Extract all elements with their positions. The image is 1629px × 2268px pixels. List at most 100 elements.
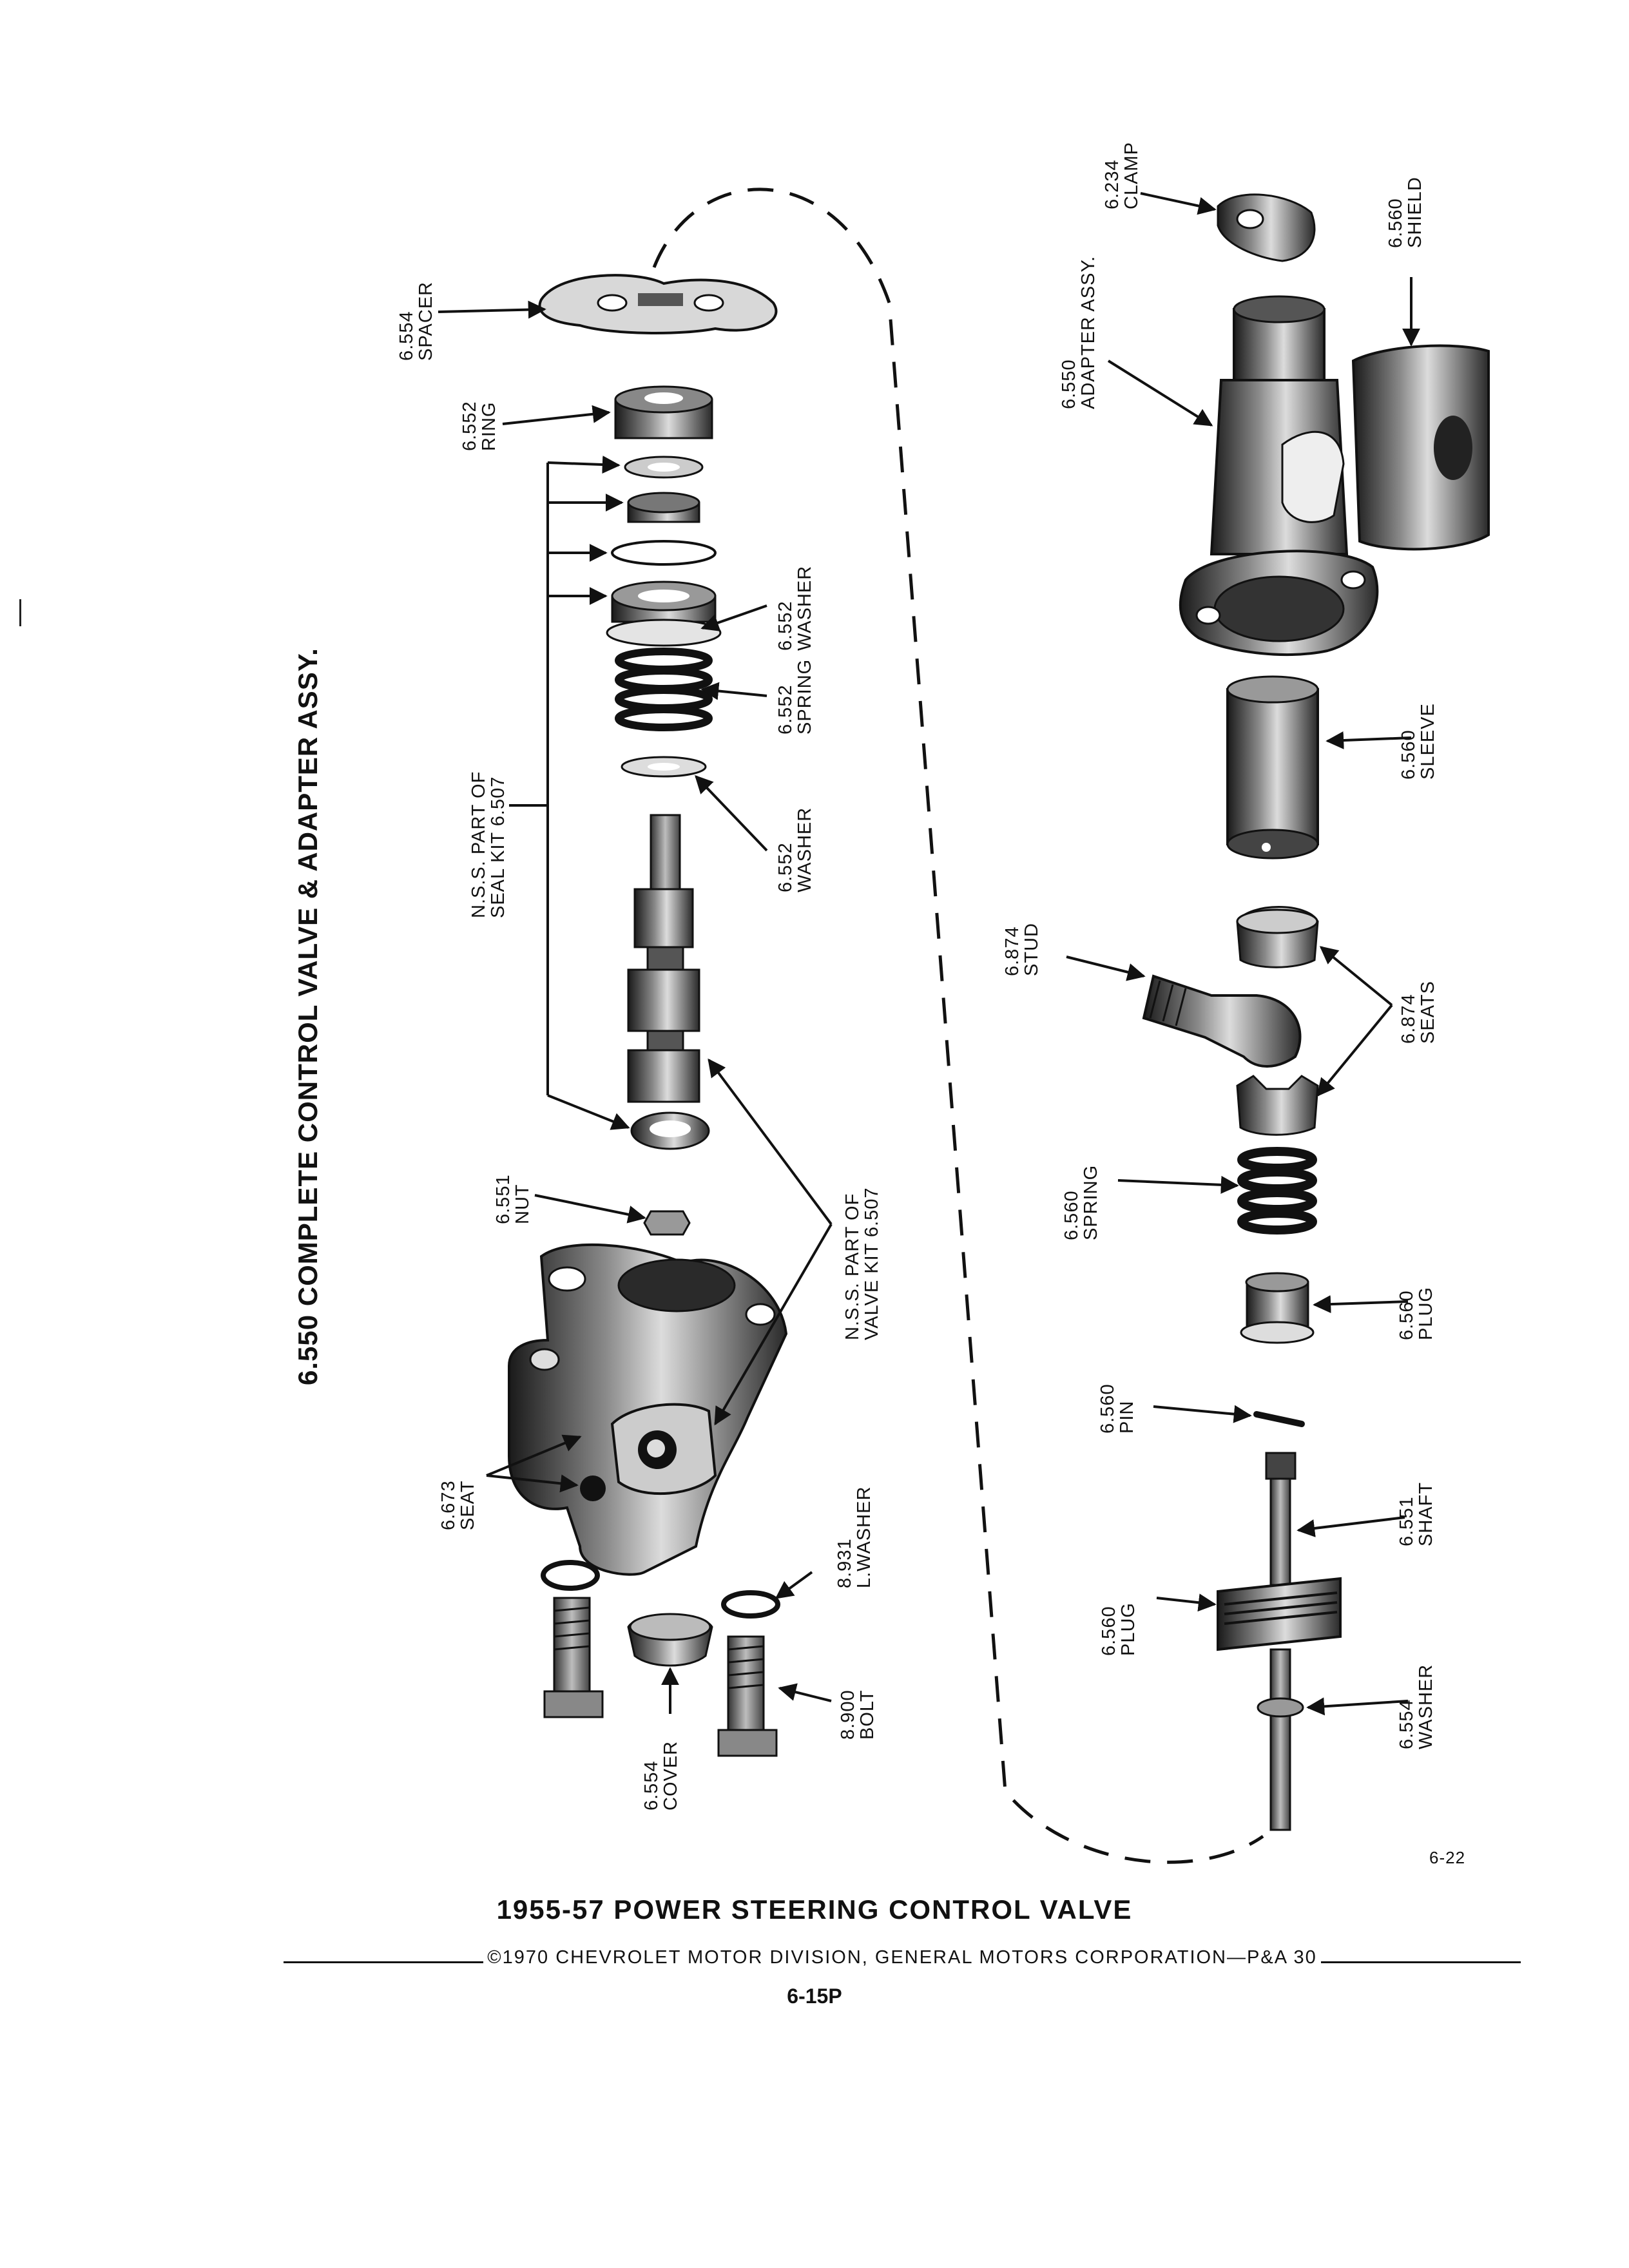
label-plug: 6.560 PLUG bbox=[1396, 1287, 1436, 1340]
adapter-assy-part bbox=[1179, 295, 1379, 657]
seal-kit-stack bbox=[606, 456, 722, 647]
svg-text:PLUG: PLUG bbox=[1118, 1602, 1139, 1656]
svg-text:6.560: 6.560 bbox=[1097, 1383, 1118, 1434]
spring-part-right bbox=[1237, 1147, 1317, 1235]
copyright-line: ©1970 CHEVROLET MOTOR DIVISION, GENERAL … bbox=[284, 1947, 1521, 1968]
seat-washer-left bbox=[541, 1560, 600, 1591]
label-adapter: 6.550 ADAPTER ASSY. bbox=[1059, 256, 1099, 409]
washer-part-mid bbox=[621, 756, 707, 778]
svg-text:6.552: 6.552 bbox=[775, 601, 796, 651]
svg-text:6.550: 6.550 bbox=[1059, 359, 1079, 409]
leader-lines bbox=[438, 192, 1420, 1716]
label-clamp: 6.234 CLAMP bbox=[1102, 142, 1142, 209]
seal-ring-lower bbox=[630, 1111, 710, 1150]
svg-text:6.560: 6.560 bbox=[1396, 1290, 1417, 1340]
nut-part bbox=[643, 1210, 691, 1236]
seat-part-lower bbox=[1236, 1075, 1319, 1136]
label-cover: 6.554 COVER bbox=[641, 1741, 681, 1811]
rule-right bbox=[1320, 1961, 1521, 1963]
svg-text:6.550 COMPLETE CONTROL VALVE &: 6.550 COMPLETE CONTROL VALVE & ADAPTER A… bbox=[293, 648, 323, 1385]
lock-washer-part bbox=[721, 1590, 780, 1619]
pin-part bbox=[1253, 1411, 1305, 1427]
label-washer-mid: 6.552 WASHER bbox=[775, 807, 815, 892]
svg-text:PIN: PIN bbox=[1117, 1401, 1137, 1434]
stud-part bbox=[1142, 974, 1302, 1068]
label-seat: 6.673 SEAT bbox=[438, 1480, 478, 1530]
svg-text:L.WASHER: L.WASHER bbox=[854, 1486, 874, 1588]
svg-text:6.560: 6.560 bbox=[1398, 729, 1419, 780]
svg-text:WASHER: WASHER bbox=[795, 566, 815, 651]
svg-text:6.560: 6.560 bbox=[1385, 198, 1406, 248]
label-spring-right: 6.560 SPRING bbox=[1061, 1165, 1101, 1240]
rule-left bbox=[284, 1961, 484, 1963]
label-seal-kit: N.S.S. PART OF SEAL KIT 6.507 bbox=[468, 771, 508, 918]
svg-text:6.554: 6.554 bbox=[396, 311, 417, 361]
label-nut: 6.551 NUT bbox=[493, 1174, 533, 1224]
svg-text:SHAFT: SHAFT bbox=[1416, 1482, 1436, 1546]
shaft-part bbox=[1265, 1452, 1296, 1586]
label-spacer: 6.554 SPACER bbox=[396, 282, 436, 361]
svg-text:SEAL KIT 6.507: SEAL KIT 6.507 bbox=[488, 776, 508, 918]
svg-text:VALVE KIT 6.507: VALVE KIT 6.507 bbox=[862, 1187, 882, 1340]
svg-text:6.874: 6.874 bbox=[1002, 926, 1023, 976]
svg-text:WASHER: WASHER bbox=[1416, 1664, 1436, 1749]
clamp-part bbox=[1217, 193, 1316, 262]
svg-text:6.552: 6.552 bbox=[459, 401, 480, 451]
spring-part-top bbox=[615, 648, 713, 731]
seat-part-top bbox=[1236, 906, 1319, 968]
svg-text:RING: RING bbox=[479, 402, 499, 452]
diagram-heading: 6.550 COMPLETE CONTROL VALVE & ADAPTER A… bbox=[293, 648, 323, 1385]
label-seats: 6.874 SEATS bbox=[1398, 981, 1438, 1044]
svg-text:SEATS: SEATS bbox=[1418, 981, 1438, 1044]
plug-part bbox=[1240, 1272, 1315, 1344]
svg-text:SPACER: SPACER bbox=[416, 282, 436, 361]
label-ring: 6.552 RING bbox=[459, 401, 499, 451]
svg-text:SEAT: SEAT bbox=[458, 1480, 478, 1530]
label-lwasher: 8.931 L.WASHER bbox=[834, 1486, 874, 1588]
svg-text:6.234: 6.234 bbox=[1102, 159, 1123, 209]
svg-text:SLEEVE: SLEEVE bbox=[1418, 703, 1438, 780]
svg-text:COVER: COVER bbox=[660, 1741, 681, 1811]
svg-text:6.560: 6.560 bbox=[1061, 1190, 1082, 1240]
page-number: 6-15P bbox=[787, 1984, 842, 2008]
label-valve-kit: N.S.S. PART OF VALVE KIT 6.507 bbox=[842, 1187, 882, 1340]
label-spring-top: 6.552 SPRING bbox=[775, 659, 815, 735]
margin-mark bbox=[19, 599, 21, 626]
svg-text:ADAPTER ASSY.: ADAPTER ASSY. bbox=[1078, 256, 1099, 409]
svg-text:6.551: 6.551 bbox=[1396, 1496, 1417, 1546]
svg-text:6.673: 6.673 bbox=[438, 1480, 459, 1530]
figure-reference: 6-22 bbox=[1429, 1848, 1466, 1867]
svg-text:6.552: 6.552 bbox=[775, 842, 796, 892]
valve-spool-part bbox=[627, 814, 700, 1103]
svg-text:6.554: 6.554 bbox=[641, 1760, 662, 1811]
svg-text:6.560: 6.560 bbox=[1099, 1606, 1119, 1656]
label-stud: 6.874 STUD bbox=[1002, 923, 1042, 976]
svg-text:N.S.S. PART OF: N.S.S. PART OF bbox=[842, 1193, 863, 1340]
svg-text:WASHER: WASHER bbox=[795, 807, 815, 892]
bolt-part-left bbox=[543, 1597, 604, 1718]
label-washer-top: 6.552 WASHER bbox=[775, 566, 815, 651]
svg-text:CLAMP: CLAMP bbox=[1121, 142, 1142, 209]
svg-text:8.931: 8.931 bbox=[834, 1538, 855, 1588]
sleeve-part bbox=[1226, 675, 1319, 860]
copyright-text: ©1970 CHEVROLET MOTOR DIVISION, GENERAL … bbox=[487, 1947, 1317, 1968]
svg-text:6.554: 6.554 bbox=[1396, 1699, 1417, 1749]
plug-part-lower bbox=[1217, 1577, 1342, 1651]
cover-part bbox=[627, 1613, 713, 1667]
svg-text:BOLT: BOLT bbox=[857, 1689, 878, 1740]
svg-text:SHIELD: SHIELD bbox=[1405, 177, 1425, 248]
svg-text:6.551: 6.551 bbox=[493, 1174, 514, 1224]
ring-part bbox=[614, 385, 713, 439]
svg-text:8.900: 8.900 bbox=[838, 1689, 858, 1740]
svg-text:N.S.S. PART OF: N.S.S. PART OF bbox=[468, 771, 489, 918]
valve-body-part bbox=[508, 1243, 788, 1576]
svg-text:SPRING: SPRING bbox=[1081, 1165, 1101, 1240]
svg-text:6.552: 6.552 bbox=[775, 684, 796, 735]
label-pin: 6.560 PIN bbox=[1097, 1383, 1137, 1434]
page-title: 1955-57 POWER STEERING CONTROL VALVE bbox=[496, 1894, 1133, 1925]
shield-part bbox=[1351, 344, 1490, 551]
bolt-part-right bbox=[717, 1635, 778, 1757]
svg-text:STUD: STUD bbox=[1021, 923, 1042, 976]
label-sleeve: 6.560 SLEEVE bbox=[1398, 703, 1438, 780]
